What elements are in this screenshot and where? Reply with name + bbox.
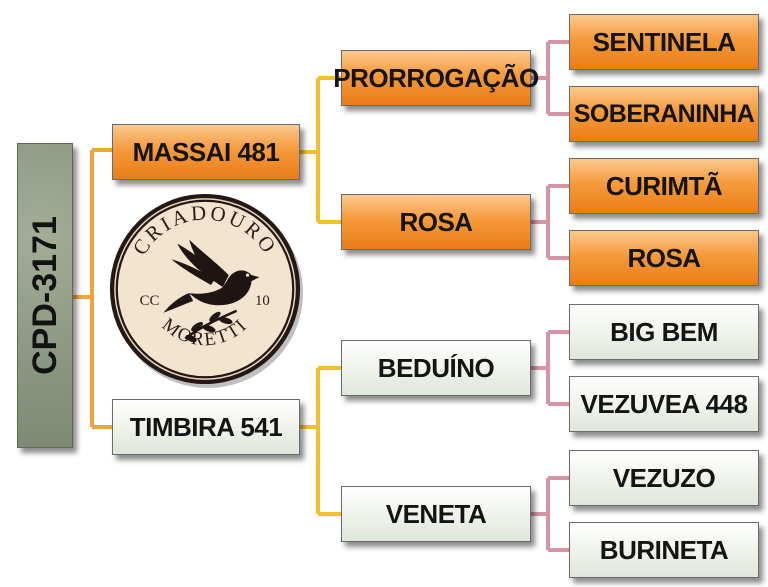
great-grandparent-3-label: CURIMTÃ xyxy=(605,170,723,201)
great-grandparent-7-label: VEZUZO xyxy=(612,462,716,493)
parent-dam-label: TIMBIRA 541 xyxy=(129,411,283,442)
seal-inner-line xyxy=(114,198,296,380)
root-label: CPD-3171 xyxy=(25,216,64,375)
great-grandparent-8-node: BURINETA xyxy=(569,522,759,578)
grandparent-sire-sire-node: PRORROGAÇÃO xyxy=(333,50,539,106)
root-node: CPD-3171 xyxy=(17,143,73,448)
grandparent-dam-dam-node: VENETA xyxy=(341,486,531,542)
great-grandparent-4-label: ROSA xyxy=(627,242,701,273)
great-grandparent-2-node: SOBERANINHA xyxy=(569,86,759,142)
olive-branch-icon xyxy=(184,309,238,343)
seal-right-text: 10 xyxy=(255,293,270,309)
connector-rosa-ancestors xyxy=(531,184,569,260)
great-grandparent-5-label: BIG BEM xyxy=(610,316,718,347)
great-grandparent-1-label: SENTINELA xyxy=(592,26,736,57)
parent-dam-node: TIMBIRA 541 xyxy=(112,399,300,455)
grandparent-sire-sire-label: PRORROGAÇÃO xyxy=(333,62,539,93)
criadouro-seal-logo: CRIADOURO MORETTI CC 10 xyxy=(109,193,304,388)
seal-face xyxy=(117,201,293,377)
great-grandparent-3-node: CURIMTÃ xyxy=(569,158,759,214)
great-grandparent-1-node: SENTINELA xyxy=(569,14,759,70)
grandparent-dam-sire-node: BEDUÍNO xyxy=(341,340,531,396)
connector-timbira-grandparents xyxy=(300,366,341,516)
seal-left-text: CC xyxy=(140,293,160,309)
grandparent-sire-dam-label: ROSA xyxy=(399,206,473,237)
grandparent-dam-dam-label: VENETA xyxy=(385,498,487,529)
connector-root-parents xyxy=(73,148,112,429)
bird-icon xyxy=(163,239,260,313)
parent-sire-label: MASSAI 481 xyxy=(132,136,280,167)
great-grandparent-5-node: BIG BEM xyxy=(569,304,759,360)
grandparent-sire-dam-node: ROSA xyxy=(341,194,531,250)
grandparent-dam-sire-label: BEDUÍNO xyxy=(377,352,495,383)
great-grandparent-2-label: SOBERANINHA xyxy=(573,99,755,128)
connector-veneta-ancestors xyxy=(531,476,569,552)
parent-sire-node: MASSAI 481 xyxy=(112,124,300,180)
connector-massai-grandparents xyxy=(300,76,341,224)
great-grandparent-8-label: BURINETA xyxy=(599,534,729,565)
connector-prorrogacao-ancestors xyxy=(531,40,569,116)
great-grandparent-6-node: VEZUVEA 448 xyxy=(569,376,759,432)
great-grandparent-6-label: VEZUVEA 448 xyxy=(580,388,748,419)
connector-beduino-ancestors xyxy=(531,330,569,406)
great-grandparent-7-node: VEZUZO xyxy=(569,450,759,506)
great-grandparent-4-node: ROSA xyxy=(569,230,759,286)
